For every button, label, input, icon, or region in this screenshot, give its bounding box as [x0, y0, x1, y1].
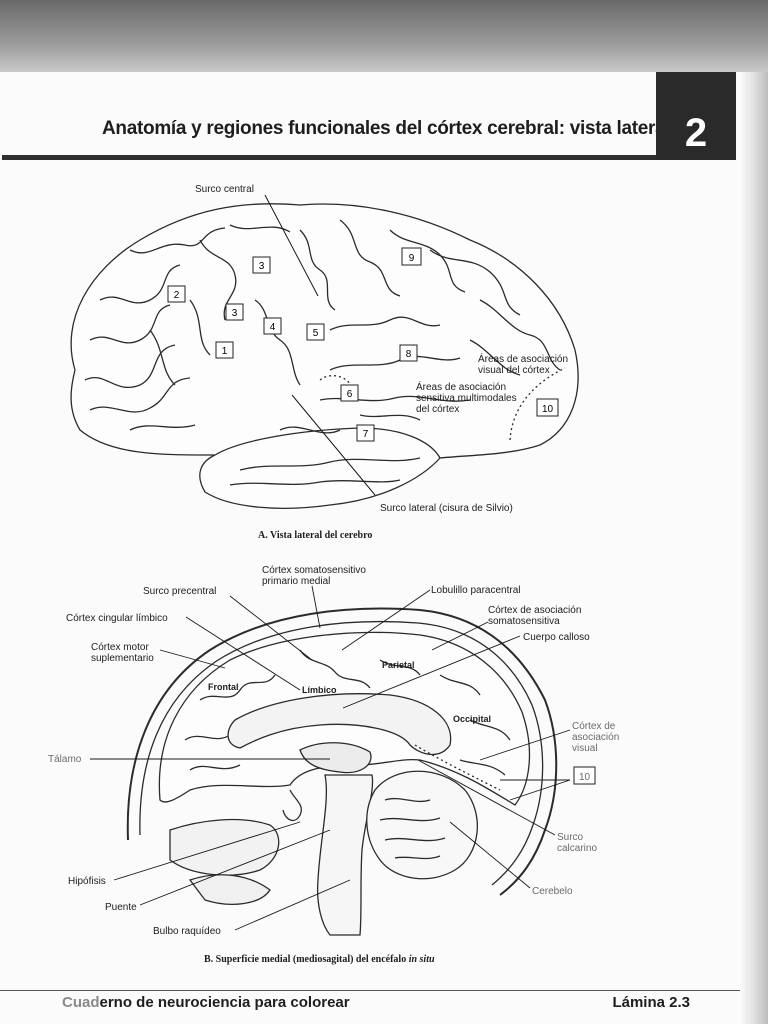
medial-brain-drawing [126, 607, 558, 936]
label-areas-sens-2: sensitiva multimodales [416, 393, 517, 404]
number-3a: 3 [259, 261, 265, 272]
lateral-brain-drawing [70, 194, 579, 509]
footer-plate-number: Lámina 2.3 [612, 994, 690, 1011]
caption-figure-a: A. Vista lateral del cerebro [258, 530, 372, 541]
label-frontal: Frontal [208, 682, 239, 692]
scan-top-shadow [0, 0, 768, 72]
number-boxes-a: 1 2 3 3 4 5 6 7 8 9 10 [167, 247, 559, 442]
number-1: 1 [222, 346, 228, 357]
number-box-7: 7 [356, 424, 375, 442]
label-hipofisis: Hipófisis [68, 876, 106, 887]
number-box-8: 8 [399, 344, 418, 362]
number-box-10-b: 10 [573, 766, 596, 785]
label-limbico: Límbico [302, 685, 337, 695]
label-parietal: Parietal [382, 660, 415, 670]
label-calloso: Cuerpo calloso [523, 632, 590, 643]
footer-rule [0, 990, 740, 991]
number-box-3a: 3 [252, 256, 271, 274]
chapter-number: 2 [684, 111, 708, 155]
number-box-4: 4 [263, 317, 282, 335]
label-areas-sens-1: Áreas de asociación [416, 380, 506, 393]
footer-book-faded: Cuad [62, 994, 100, 1011]
footer-book-rest: erno de neurociencia para colorear [99, 994, 350, 1011]
caption-b-italic: in situ [409, 954, 435, 965]
number-6: 6 [347, 389, 353, 400]
number-2: 2 [174, 290, 180, 301]
number-10: 10 [542, 404, 554, 415]
number-box-3b: 3 [225, 303, 244, 321]
label-bulbo: Bulbo raquídeo [153, 926, 221, 937]
label-surco-central: Surco central [195, 184, 254, 195]
header-rule [2, 155, 656, 160]
label-cortex-soma-1: Córtex somatosensitivo [262, 565, 366, 576]
number-5: 5 [313, 328, 319, 339]
label-surco-precentral: Surco precentral [143, 586, 216, 597]
label-cortex-soma-2: primario medial [262, 576, 330, 587]
label-surco-calcarino-1: Surco [557, 832, 584, 843]
number-10-b: 10 [579, 772, 591, 783]
label-cerebelo: Cerebelo [532, 886, 573, 897]
number-box-9: 9 [401, 247, 422, 266]
label-talamo: Tálamo [48, 754, 82, 765]
page-title: Anatomía y regiones funcionales del córt… [102, 118, 671, 139]
number-box-1: 1 [215, 341, 234, 359]
label-cingular: Córtex cingular límbico [66, 613, 168, 624]
number-box-6: 6 [340, 384, 359, 402]
number-3b: 3 [232, 308, 238, 319]
number-7: 7 [363, 429, 369, 440]
caption-b-main: B. Superficie medial (mediosagital) del … [204, 954, 409, 965]
leader-lines-b [90, 585, 571, 931]
number-box-10: 10 [536, 398, 559, 417]
number-4: 4 [270, 322, 276, 333]
label-lobulillo: Lobulillo paracentral [431, 585, 521, 596]
label-areas-visual-1: Áreas de asociación [478, 352, 568, 365]
label-surco-lateral: Surco lateral (cisura de Silvio) [380, 503, 513, 514]
scan-right-shadow [738, 72, 768, 1024]
number-box-2: 2 [167, 285, 186, 303]
label-asoc-visual-3: visual [572, 743, 598, 754]
footer-book-title: Cuaderno de neurociencia para colorear [62, 994, 350, 1011]
label-occipital: Occipital [453, 714, 491, 724]
number-9: 9 [409, 253, 415, 264]
number-8: 8 [406, 349, 412, 360]
label-motor-1: Córtex motor [91, 642, 149, 653]
label-asoc-visual-2: asociación [572, 732, 619, 743]
chapter-tab: 2 [656, 72, 736, 160]
number-box-5: 5 [306, 323, 325, 341]
label-surco-calcarino-2: calcarino [557, 843, 597, 854]
label-areas-sens-3: del córtex [416, 404, 459, 415]
label-areas-visual-2: visual del córtex [478, 365, 550, 376]
label-asoc-soma-2: somatosensitiva [488, 616, 560, 627]
label-puente: Puente [105, 902, 137, 913]
label-asoc-soma-1: Córtex de asociación [488, 605, 581, 616]
label-asoc-visual-1: Córtex de [572, 721, 616, 732]
caption-figure-b: B. Superficie medial (mediosagital) del … [204, 954, 435, 965]
label-motor-2: suplementario [91, 653, 154, 664]
